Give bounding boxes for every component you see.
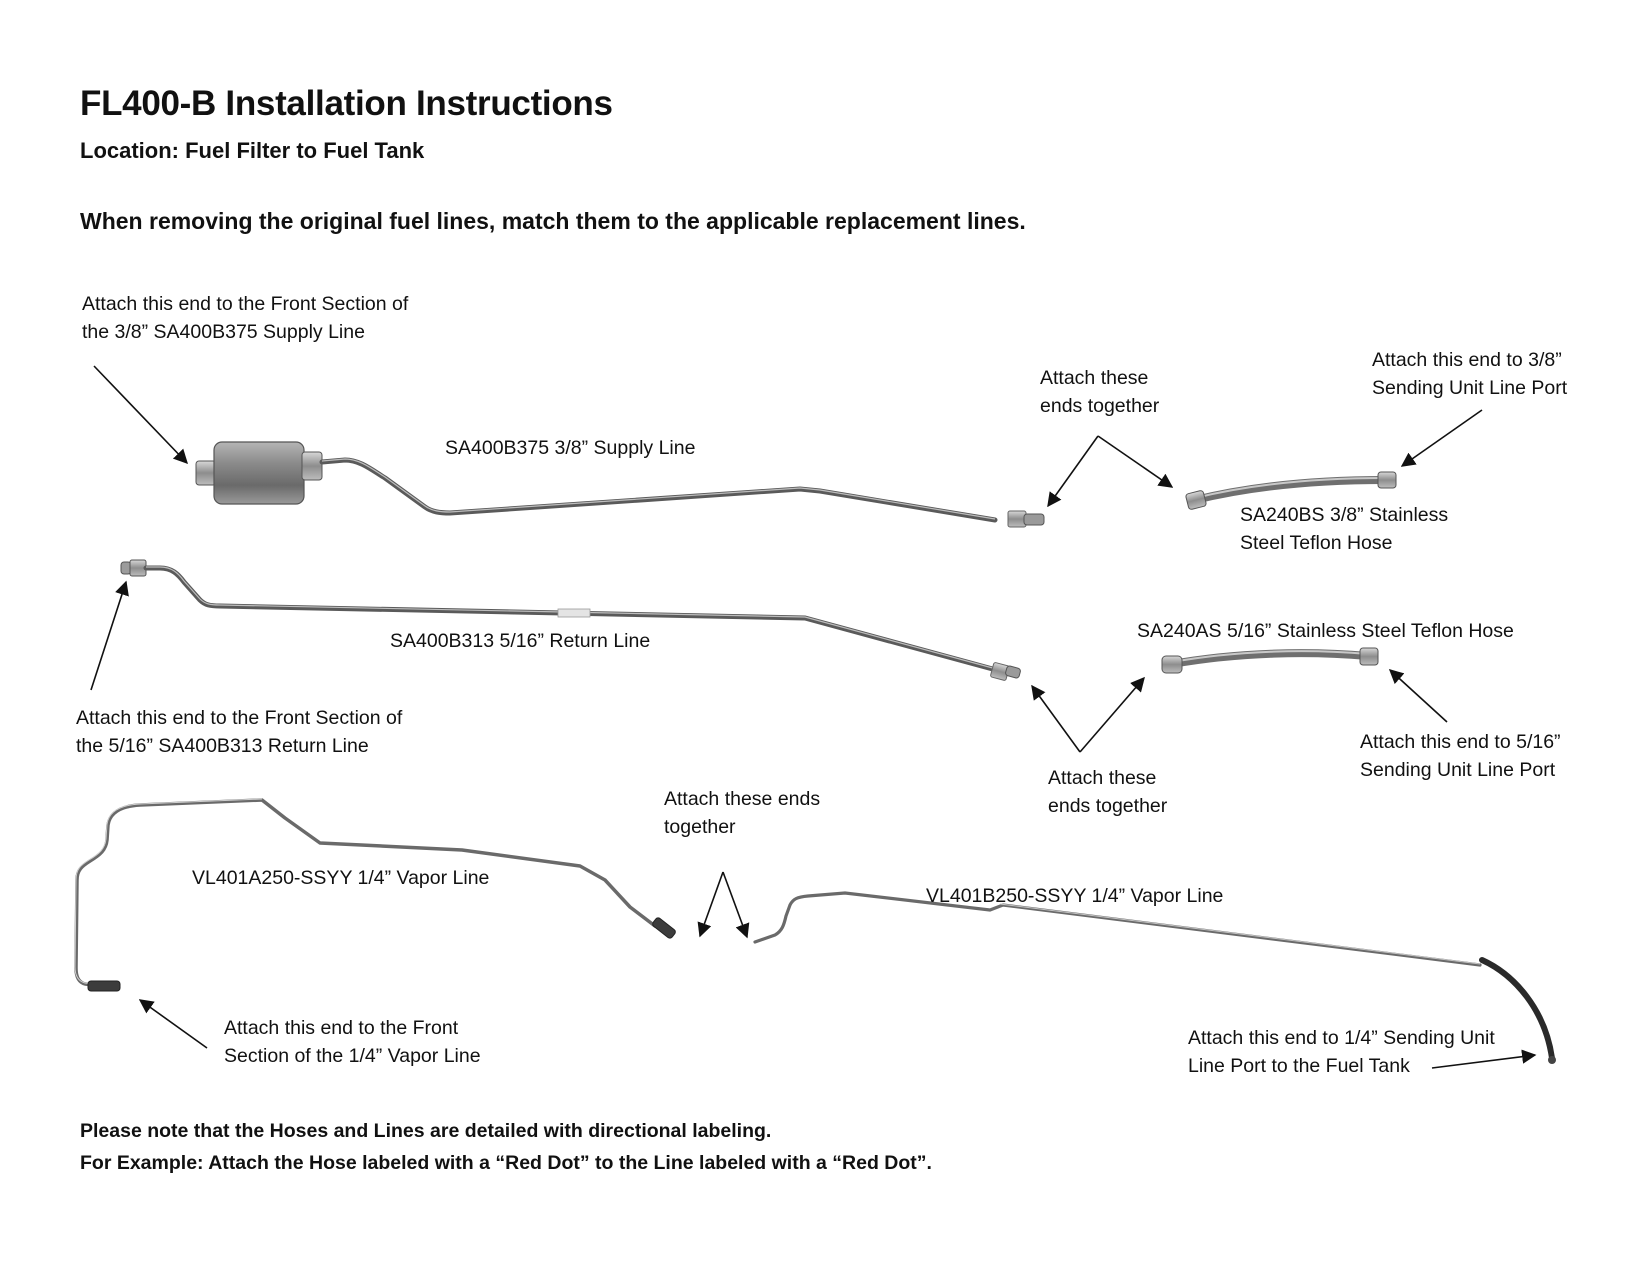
callout-line: Attach this end to 5/16” [1360, 731, 1561, 753]
vapor-line-a-front-connector [87, 980, 121, 992]
hose-3-8 [1185, 471, 1397, 510]
callout-supply-join: Attach these ends together [1040, 364, 1159, 420]
supply-line-end-fitting [1007, 510, 1045, 528]
callout-line: the 5/16” SA400B313 Return Line [76, 735, 369, 757]
return-line-tube [143, 565, 1003, 674]
return-line-start-fitting [120, 559, 147, 577]
location-subtitle: Location: Fuel Filter to Fuel Tank [80, 138, 425, 163]
part-label-vapor-a: VL401A250-SSYY 1/4” Vapor Line [192, 867, 490, 889]
callout-vapor-join: Attach these ends together [664, 785, 820, 841]
arrow-return-port [1388, 669, 1448, 723]
vapor-line-a-tube [74, 798, 657, 988]
callout-line: Section of the 1/4” Vapor Line [224, 1045, 481, 1067]
callout-return-front: Attach this end to the Front Section of … [76, 704, 402, 760]
hose-5-16 [1161, 647, 1379, 674]
part-label-hose-3-8: SA240BS 3/8” Stainless Steel Teflon Hose [1240, 501, 1448, 557]
vapor-line-b-end-cap [1548, 1056, 1556, 1064]
vapor-line-b-tube [753, 891, 1482, 967]
arrow-vapor-join-left [697, 871, 724, 938]
note-red-dot-example: For Example: Attach the Hose labeled wit… [80, 1152, 932, 1174]
vapor-line-b-rubber-hose [1479, 957, 1555, 1061]
callout-line: Attach these [1048, 767, 1157, 789]
arrow-supply-port [1400, 409, 1483, 467]
instruction-heading: When removing the original fuel lines, m… [80, 208, 1026, 234]
callout-line: Sending Unit Line Port [1360, 759, 1556, 781]
part-label-line: Steel Teflon Hose [1240, 532, 1393, 554]
arrow-return-join-right [1079, 676, 1145, 753]
supply-line-tube [319, 457, 998, 523]
page-title: FL400-B Installation Instructions [80, 84, 613, 123]
part-label-vapor-b: VL401B250-SSYY 1/4” Vapor Line [926, 885, 1224, 907]
callout-line: Attach this end to the Front Section of [82, 293, 409, 315]
arrow-supply-front [93, 365, 188, 465]
callout-line: Attach this end to the Front Section of [76, 707, 403, 729]
return-line-end-fitting [990, 662, 1021, 681]
callout-line: Attach these ends [664, 788, 821, 810]
filter-outlet-nut [301, 451, 323, 481]
part-label-return-line: SA400B313 5/16” Return Line [390, 630, 651, 652]
arrow-supply-join-right [1097, 435, 1174, 488]
arrow-vapor-join-right [722, 871, 750, 939]
callout-line: Attach this end to 3/8” [1372, 349, 1562, 371]
callout-return-port: Attach this end to 5/16” Sending Unit Li… [1360, 728, 1561, 784]
arrow-supply-join-left [1047, 435, 1099, 508]
callout-vapor-port: Attach this end to 1/4” Sending Unit Lin… [1188, 1024, 1495, 1080]
arrow-return-join-left [1031, 684, 1081, 753]
callout-line: Line Port to the Fuel Tank [1188, 1055, 1410, 1077]
arrow-return-front [90, 580, 129, 691]
part-label-hose-5-16: SA240AS 5/16” Stainless Steel Teflon Hos… [1137, 620, 1514, 642]
arrow-vapor-front [138, 999, 208, 1049]
callout-line: ends together [1040, 395, 1160, 417]
fuel-filter [195, 441, 323, 505]
callout-vapor-front: Attach this end to the Front Section of … [224, 1014, 481, 1070]
part-label-supply-line: SA400B375 3/8” Supply Line [445, 437, 696, 459]
callout-line: Sending Unit Line Port [1372, 377, 1568, 399]
callout-line: Attach this end to 1/4” Sending Unit [1188, 1027, 1495, 1049]
callout-line: ends together [1048, 795, 1168, 817]
filter-canister [213, 441, 305, 505]
callout-supply-front: Attach this end to the Front Section of … [82, 290, 408, 346]
vapor-line-a-end-connector [652, 917, 676, 939]
filter-inlet-nut [195, 460, 217, 486]
arrow-vapor-port [1431, 1049, 1537, 1069]
callout-line: Attach this end to the Front [224, 1017, 459, 1039]
callout-line: the 3/8” SA400B375 Supply Line [82, 321, 365, 343]
note-directional-labeling: Please note that the Hoses and Lines are… [80, 1120, 772, 1142]
callout-line: Attach these [1040, 367, 1149, 389]
callout-return-join: Attach these ends together [1048, 764, 1167, 820]
callout-supply-port: Attach this end to 3/8” Sending Unit Lin… [1372, 346, 1567, 402]
callout-line: together [664, 816, 736, 838]
part-label-line: SA240BS 3/8” Stainless [1240, 504, 1449, 526]
return-line-label-tag [557, 608, 591, 618]
